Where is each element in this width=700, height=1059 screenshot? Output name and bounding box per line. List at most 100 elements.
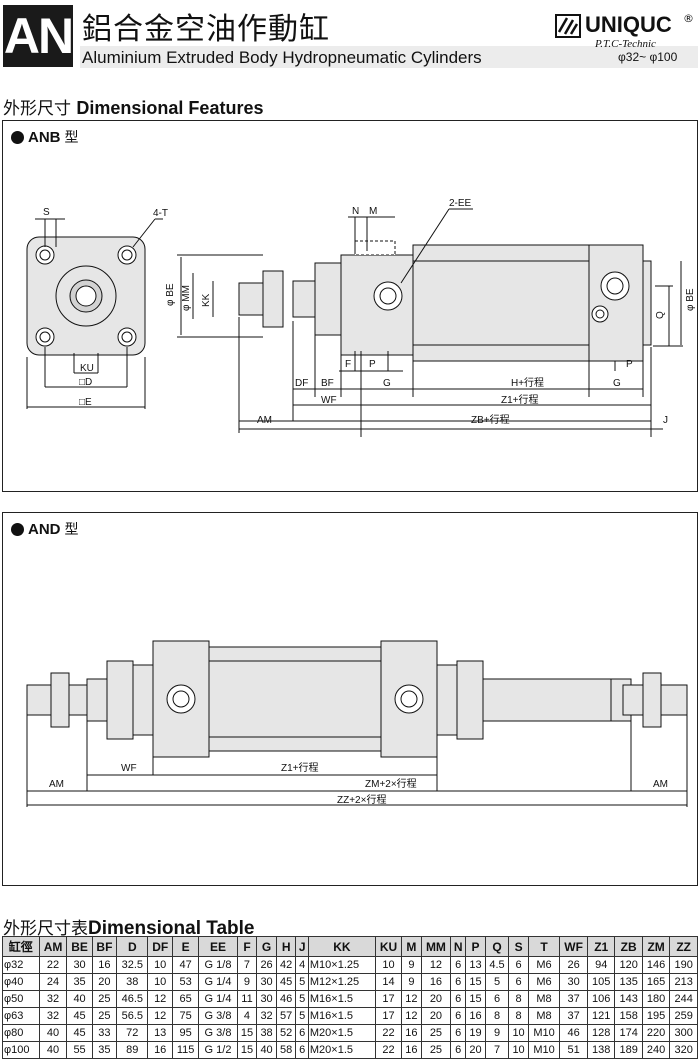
brand-name: UNIQUC <box>585 12 672 37</box>
table-cell: M10 <box>527 1024 561 1042</box>
column-header: G <box>256 936 277 957</box>
column-header: KK <box>307 936 376 957</box>
column-header: T <box>527 936 561 957</box>
column-header: 缸徑 <box>2 936 40 957</box>
table-cell: 10 <box>147 956 173 974</box>
dim-AM: AM <box>257 415 272 426</box>
table-cell: 138 <box>587 1041 616 1059</box>
table-cell: 75 <box>171 1007 200 1025</box>
table-cell: 6 <box>450 1041 467 1059</box>
table-cell: G 1/4 <box>198 990 238 1008</box>
table-cell: 15 <box>465 990 486 1008</box>
bullet-icon <box>11 130 24 144</box>
column-header: N <box>450 936 467 957</box>
table-cell: 244 <box>669 990 698 1008</box>
table-cell: 6 <box>450 990 467 1008</box>
table-cell: 128 <box>587 1024 616 1042</box>
table-cell: 16 <box>465 1007 486 1025</box>
table-cell: 4 <box>295 956 309 974</box>
and-label: AND 型 <box>11 519 79 539</box>
table-cell: 10 <box>374 956 403 974</box>
table-cell: M16×1.5 <box>307 1007 376 1025</box>
series-code: AN <box>3 5 74 67</box>
table-cell: 6 <box>508 973 529 991</box>
title-chinese: 鋁合金空油作動缸 <box>82 12 330 47</box>
table-cell: 40 <box>256 1041 277 1059</box>
table-cell: 20 <box>420 990 452 1008</box>
and-dim-Z1: Z1+行程 <box>281 761 319 774</box>
table-cell: 30 <box>66 956 93 974</box>
column-header: EE <box>198 936 238 957</box>
table-cell: 35 <box>66 973 93 991</box>
table-cell: φ32 <box>2 956 40 974</box>
column-header: M <box>401 936 422 957</box>
bullet-icon <box>11 522 24 536</box>
table-title-en: Dimensional Table <box>88 918 255 939</box>
column-header: KU <box>374 936 403 957</box>
table-cell: 13 <box>147 1024 173 1042</box>
table-cell: 16 <box>147 1041 173 1059</box>
anb-label-zh: 型 <box>64 130 79 146</box>
table-cell: G 1/2 <box>198 1041 238 1059</box>
table-cell: 30 <box>559 973 589 991</box>
dim-BE: φ BE <box>165 283 176 306</box>
table-cell: 12 <box>147 990 173 1008</box>
table-cell: 30 <box>256 973 277 991</box>
table-cell: 30 <box>256 990 277 1008</box>
table-cell: 58 <box>275 1041 297 1059</box>
table-cell: 135 <box>614 973 643 991</box>
table-cell: 40 <box>66 990 93 1008</box>
table-cell: 45 <box>275 973 297 991</box>
table-cell: 22 <box>38 956 68 974</box>
features-title: 外形尺寸 Dimensional Features <box>3 94 263 119</box>
table-cell: 189 <box>614 1041 643 1059</box>
table-cell: 320 <box>669 1041 698 1059</box>
table-cell: 240 <box>641 1041 671 1059</box>
table-cell: 213 <box>669 973 698 991</box>
table-cell: 10 <box>508 1041 529 1059</box>
table-cell: 12 <box>420 956 452 974</box>
table-cell: 5 <box>295 990 309 1008</box>
and-drawing: WF Z1+行程 AM ZM+2×行程 AM ZZ+2×行程 <box>26 640 688 807</box>
dim-ZB: ZB+行程 <box>471 413 510 426</box>
table-cell: φ80 <box>2 1024 40 1042</box>
table-cell: 6 <box>450 973 467 991</box>
table-cell: 165 <box>641 973 671 991</box>
table-cell: G 3/8 <box>198 1024 238 1042</box>
dim-BE-right: φ BE <box>685 288 696 311</box>
anb-drawing: S 4-T KU □D □E N M 2-EE φ BE φ MM KK Q φ… <box>26 198 696 437</box>
table-cell: 20 <box>420 1007 452 1025</box>
table-cell: 4 <box>236 1007 258 1025</box>
dim-F: F <box>345 359 351 370</box>
table-cell: 94 <box>587 956 616 974</box>
column-header: DF <box>147 936 173 957</box>
table-cell: 106 <box>587 990 616 1008</box>
table-cell: 24 <box>38 973 68 991</box>
column-header: S <box>508 936 529 957</box>
table-cell: 158 <box>614 1007 643 1025</box>
table-cell: 174 <box>614 1024 643 1042</box>
dim-Q: Q <box>655 311 666 319</box>
table-cell: 15 <box>236 1024 258 1042</box>
and-dim-ZM: ZM+2×行程 <box>365 777 417 790</box>
table-cell: 9 <box>401 973 422 991</box>
page-header: AN 鋁合金空油作動缸 Aluminium Extruded Body Hydr… <box>0 0 700 72</box>
features-title-en: Dimensional Features <box>76 98 264 118</box>
table-cell: 7 <box>236 956 258 974</box>
table-cell: G 3/8 <box>198 1007 238 1025</box>
dim-E: □E <box>79 397 92 408</box>
table-cell: 19 <box>465 1024 486 1042</box>
column-header: P <box>465 936 486 957</box>
table-cell: M20×1.5 <box>307 1024 376 1042</box>
table-cell: 195 <box>641 1007 671 1025</box>
table-cell: 16 <box>401 1041 422 1059</box>
table-cell: 25 <box>420 1024 452 1042</box>
table-cell: 42 <box>275 956 297 974</box>
table-cell: 51 <box>559 1041 589 1059</box>
dim-BF: BF <box>321 378 334 389</box>
table-cell: 32 <box>256 1007 277 1025</box>
